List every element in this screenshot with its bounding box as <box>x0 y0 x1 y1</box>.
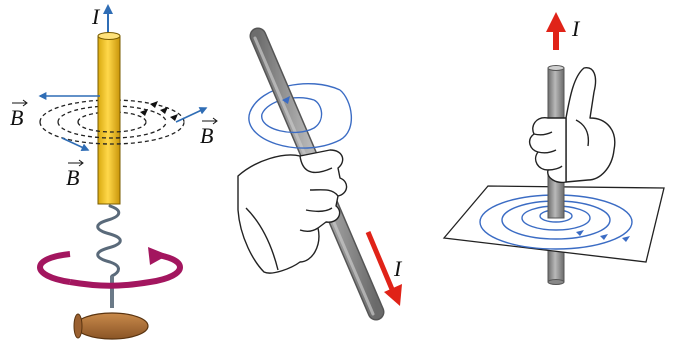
rod-plane-panel: I <box>444 12 664 285</box>
current-arrow-head <box>546 12 566 32</box>
rotation-arrow-back <box>40 254 70 282</box>
field-direction-marks <box>140 101 178 121</box>
wire-top <box>98 33 120 40</box>
rod-top <box>548 66 564 71</box>
corkscrew-panel: I B B B <box>10 4 217 339</box>
current-label: I <box>571 16 581 41</box>
field-label-left: B <box>10 105 23 130</box>
rotation-arrow-head <box>148 247 168 265</box>
right-hand-thumb-up <box>530 68 615 183</box>
rotation-arrow-front <box>70 254 180 286</box>
right-hand <box>238 150 347 273</box>
field-vector-bottom <box>62 138 88 150</box>
field-label-bottom: B <box>66 165 79 190</box>
rod-hand-panel: I <box>238 36 403 314</box>
corkscrew-handle <box>76 313 148 339</box>
straight-wire <box>98 36 120 204</box>
current-label: I <box>91 4 101 29</box>
corkscrew-spiral <box>98 206 121 276</box>
field-label-right: B <box>200 123 213 148</box>
current-label: I <box>393 256 403 281</box>
handle-end <box>74 314 82 338</box>
rod-bottom <box>548 280 564 285</box>
